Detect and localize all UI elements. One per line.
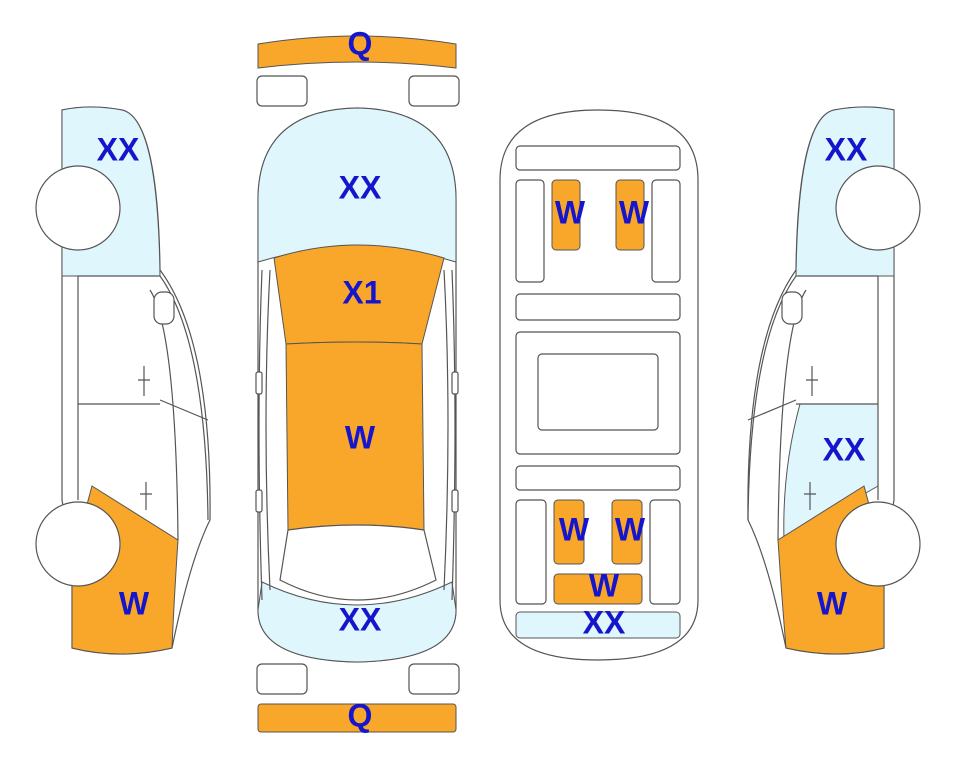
right-side-view: XX XX W <box>747 106 921 655</box>
floor-rear-center-label: W <box>589 567 620 603</box>
right-front-fender-label: XX <box>825 131 868 167</box>
floor-rear-left-label: W <box>559 511 590 547</box>
rear-left-rail <box>515 499 547 605</box>
front-crossmember <box>515 145 681 171</box>
floor-rear-center-zone[interactable] <box>553 573 643 605</box>
right-rear-quarter-label: W <box>817 585 848 621</box>
rear-right-light <box>408 663 460 695</box>
floor-rear-panel-label: XX <box>583 604 626 640</box>
front-bumper-label: Q <box>348 25 373 61</box>
floor-rear-panel-zone[interactable] <box>515 611 681 639</box>
rear-right-rail <box>649 499 681 605</box>
rear-bumper-label: Q <box>348 697 373 733</box>
underbody-view: W W W W W XX <box>499 109 699 661</box>
front-bumper-zone[interactable] <box>257 35 457 69</box>
center-tunnel <box>537 353 659 431</box>
top-view: Q XX X1 W XX Q <box>255 25 460 733</box>
left-mirror-line <box>159 399 209 421</box>
right-handle <box>451 489 459 513</box>
right-rear-wheel <box>835 501 921 587</box>
right-front-wheel <box>835 165 921 251</box>
left-body-line <box>258 269 263 601</box>
floor-front-left-zone[interactable] <box>551 179 581 251</box>
left-rear-wheel <box>35 501 121 587</box>
rear-window <box>279 524 437 601</box>
left-mirror <box>255 371 263 395</box>
right-mirror-line <box>747 399 797 421</box>
floor-rear-right-zone[interactable] <box>611 499 643 565</box>
floor-front-left-label: W <box>555 194 586 230</box>
right-side-line <box>443 269 449 591</box>
left-front-fender-label: XX <box>97 131 140 167</box>
right-mirror <box>451 371 459 395</box>
floor-front-right-label: W <box>619 194 650 230</box>
floor-rear-left-zone[interactable] <box>553 499 585 565</box>
mid-crossmember-1 <box>515 293 681 321</box>
left-side-line <box>265 269 271 591</box>
right-handle-front <box>806 366 818 396</box>
left-handle-front <box>138 366 150 396</box>
right-mirror <box>781 291 803 325</box>
left-front-wheel <box>35 165 121 251</box>
hood-label: XX <box>339 169 382 205</box>
floor-rear-right-label: W <box>615 511 646 547</box>
trunk-label: XX <box>339 601 382 637</box>
front-right-light <box>408 75 460 107</box>
left-handle <box>255 489 263 513</box>
left-handle-rear <box>140 482 152 510</box>
trunk-zone[interactable] <box>257 581 457 663</box>
left-rear-quarter-label: W <box>119 585 150 621</box>
right-body-line <box>451 269 456 601</box>
left-mirror <box>153 291 175 325</box>
right-handle-rear <box>804 482 816 510</box>
rear-bumper-zone[interactable] <box>257 703 457 733</box>
windshield-label: X1 <box>342 274 381 310</box>
right-rear-door-label: XX <box>823 431 866 467</box>
left-side-view: XX W <box>35 106 211 655</box>
floor-front-right-zone[interactable] <box>615 179 645 251</box>
front-left-rail <box>515 179 545 283</box>
front-left-light <box>256 75 308 107</box>
rear-left-light <box>256 663 308 695</box>
roof-label: W <box>345 419 376 455</box>
mid-crossmember-2 <box>515 465 681 491</box>
front-right-rail <box>651 179 681 283</box>
